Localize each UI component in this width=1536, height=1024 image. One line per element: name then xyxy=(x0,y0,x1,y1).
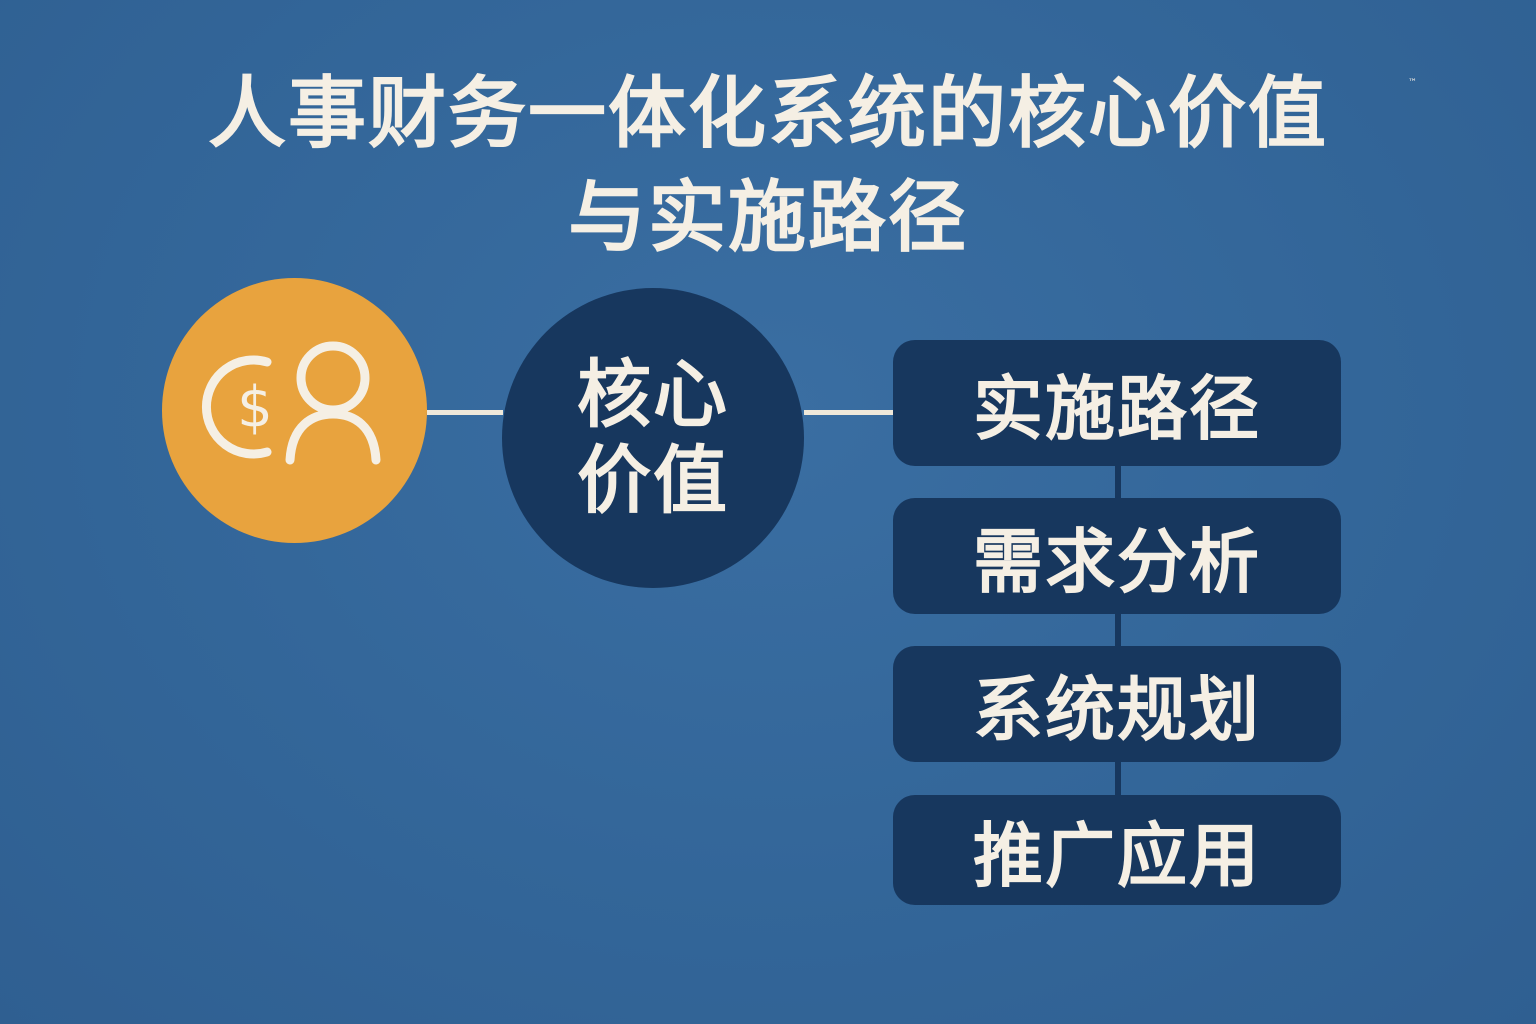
trademark-mark: ™ xyxy=(1408,78,1417,88)
connector-icon-to-core xyxy=(427,410,503,415)
hr-finance-circle: $ xyxy=(162,278,427,543)
step-requirement-analysis: 需求分析 xyxy=(893,498,1341,614)
connector-steps-vertical xyxy=(1115,466,1121,796)
page-title: 人事财务一体化系统的核心价值 与实施路径 xyxy=(0,62,1536,270)
finance-and-person-icon: $ xyxy=(202,341,381,465)
step-implementation-path: 实施路径 xyxy=(893,340,1341,466)
step-rollout-application: 推广应用 xyxy=(893,795,1341,905)
core-value-node: 核心 价值 xyxy=(502,288,804,588)
core-value-line-1: 核心 xyxy=(577,352,729,438)
title-line-1: 人事财务一体化系统的核心价值 xyxy=(207,69,1328,159)
connector-core-to-steps xyxy=(804,410,894,415)
core-value-line-2: 价值 xyxy=(577,438,729,524)
step-system-planning: 系统规划 xyxy=(893,646,1341,762)
title-line-2: 与实施路径 xyxy=(567,173,968,263)
dollar-sign: $ xyxy=(237,375,273,440)
